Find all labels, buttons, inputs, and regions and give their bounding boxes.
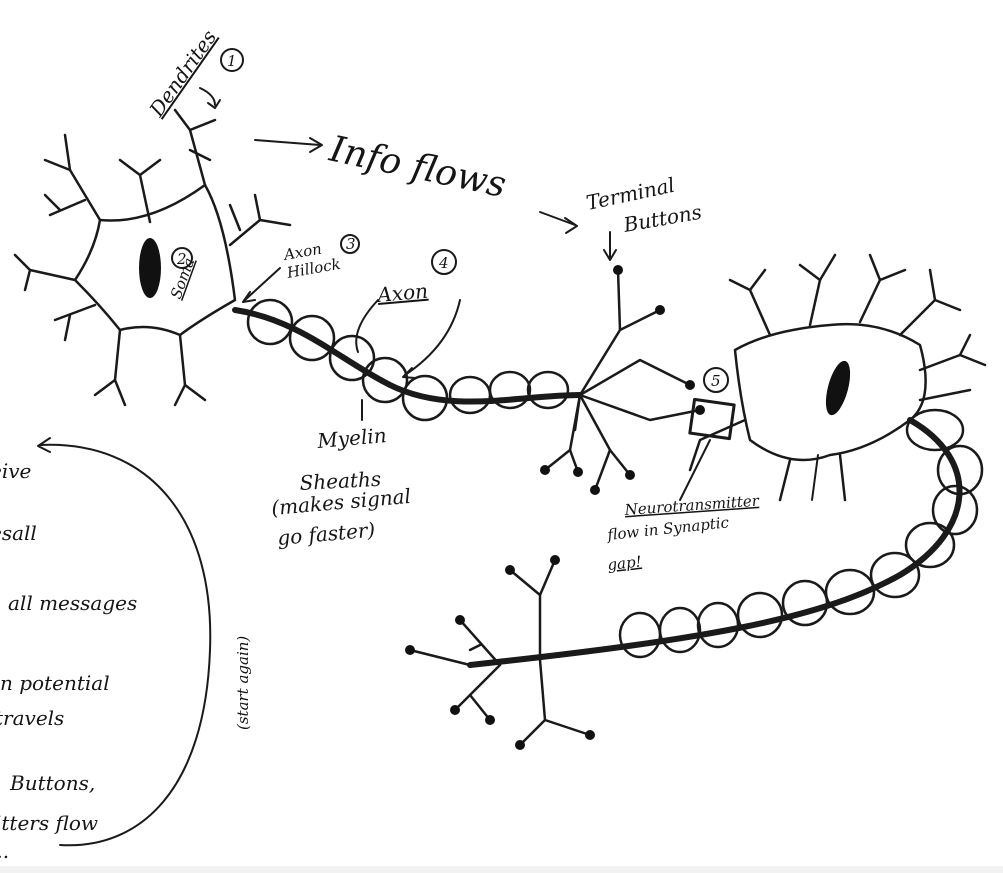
nucleus-left	[139, 238, 161, 298]
note-line-1: eive	[0, 459, 31, 483]
note-line-4: n potential	[0, 671, 110, 695]
label-dendrites: Dendrites	[144, 25, 221, 121]
synapse-box	[690, 399, 734, 438]
label-start-again: (start again)	[234, 636, 252, 730]
note-line-7: itters flow	[0, 811, 98, 835]
label-myelin-4: go faster)	[276, 518, 376, 550]
annotation-arrows	[38, 88, 818, 845]
label-dendrites-num: 1	[227, 52, 237, 70]
myelin-sheaths-left	[248, 300, 568, 420]
label-soma: Soma	[167, 255, 198, 301]
label-axon: Axon	[374, 279, 429, 307]
terminal-branches	[545, 270, 700, 490]
note-line-8: ...	[0, 839, 9, 863]
note-line-5: travels	[0, 706, 64, 730]
labels: Dendrites 1 2 Soma Info flows Terminal B…	[0, 25, 760, 863]
note-line-6: Buttons,	[9, 771, 95, 795]
label-axon-num: 4	[438, 254, 449, 272]
bottom-border	[0, 866, 1003, 873]
label-myelin-3: (makes signal	[270, 484, 411, 520]
axon-right	[470, 420, 960, 665]
label-neuro-1: Neurotransmitter	[623, 492, 760, 519]
nucleus-right	[821, 358, 855, 417]
note-line-3: all messages	[8, 591, 137, 615]
label-info-flows: Info flows	[325, 128, 509, 205]
label-neuro-3: gap!	[607, 553, 643, 574]
label-axon-hillock-num: 3	[346, 235, 356, 253]
label-myelin-1: Myelin	[315, 423, 387, 453]
label-synapse-num: 5	[711, 372, 721, 390]
